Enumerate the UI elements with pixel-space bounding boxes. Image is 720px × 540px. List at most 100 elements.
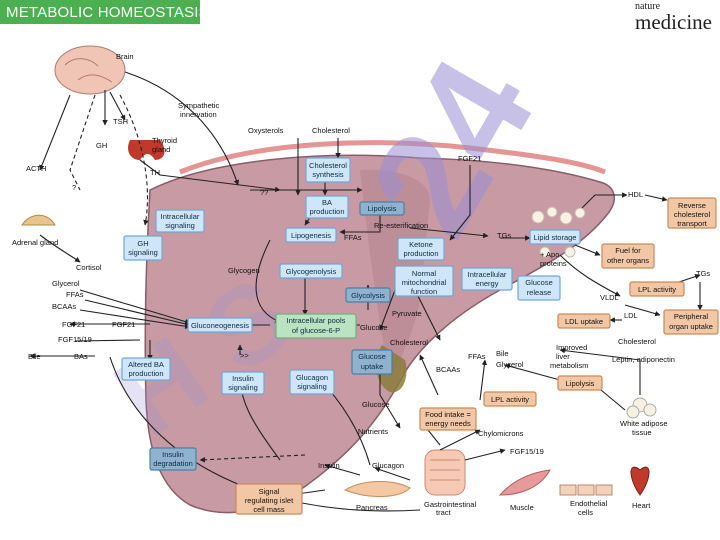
- thyroid-icon: [128, 140, 165, 160]
- svg-text:of glucose-6-P: of glucose-6-P: [292, 326, 340, 335]
- glucagon-signaling-box: Glucagon signaling: [289, 369, 335, 395]
- ffas-mid-label: FFAs: [344, 233, 362, 242]
- pyruvate-label: Pyruvate: [392, 309, 422, 318]
- adrenal-icon: [21, 214, 56, 226]
- gh-label: GH: [96, 141, 107, 150]
- svg-text:Glucagon: Glucagon: [296, 373, 328, 382]
- improved-label-2: liver: [556, 352, 570, 361]
- adipose-label-1: White adipose: [620, 419, 668, 428]
- cortisol-label: Cortisol: [76, 263, 102, 272]
- intracellular-signaling-box: Intracellular signaling: [155, 209, 205, 233]
- fuel-box: Fuel for other organs: [601, 243, 655, 269]
- fgf1519-bottom-label: FGF15/19: [510, 447, 544, 456]
- svg-text:production: production: [128, 369, 163, 378]
- gut-label-1: Gastrointestinal: [424, 500, 476, 509]
- insulin-degradation-box: Insulin degradation: [149, 447, 197, 471]
- pools-box: Intracellular pools of glucose-6-P: [275, 313, 357, 339]
- lipid-droplets: [531, 206, 586, 258]
- svg-text:transport: transport: [677, 219, 708, 228]
- reesterification-label: Re-esterification: [374, 221, 428, 230]
- cholesterol-mid-label: Cholesterol: [390, 338, 428, 347]
- ffas-right-label: FFAs: [468, 352, 486, 361]
- bas-label: BAs: [74, 352, 88, 361]
- svg-text:Glucose: Glucose: [358, 352, 386, 361]
- reverse-transport-box: Reverse cholesterol transport: [667, 197, 717, 229]
- svg-text:Intracellular pools: Intracellular pools: [287, 316, 346, 325]
- hdl-label: HDL: [628, 190, 643, 199]
- brain-label: Brain: [116, 52, 134, 61]
- fgf1519-left-label: FGF15/19: [58, 335, 92, 344]
- svg-text:other organs: other organs: [607, 256, 649, 265]
- endothelial-label-1: Endothelial: [570, 499, 607, 508]
- svg-text:BA: BA: [322, 198, 332, 207]
- ffas-left-label: FFAs: [66, 290, 84, 299]
- glycolysis-label: Glycolysis: [351, 291, 385, 300]
- glycogen-label: Glycogen: [228, 266, 260, 275]
- svg-text:energy: energy: [476, 279, 499, 288]
- svg-text:Glucose: Glucose: [525, 278, 553, 287]
- glucose-release-box: Glucose release: [517, 275, 561, 301]
- ldl-uptake-box: LDL uptake: [557, 313, 611, 329]
- muscle-label: Muscle: [510, 503, 534, 512]
- svg-text:cholesterol: cholesterol: [674, 210, 711, 219]
- th-label: TH: [150, 168, 160, 177]
- glycogenolysis-label: Glycogenolysis: [286, 267, 337, 276]
- food-intake-box: Food intake = energy needs: [419, 407, 477, 431]
- svg-text:Insulin: Insulin: [162, 450, 184, 459]
- title-banner: METABOLIC HOMEOSTASIS: [0, 0, 209, 24]
- gluconeogenesis-label: Gluconeogenesis: [191, 321, 249, 330]
- bile-right-label: Bile: [496, 349, 509, 358]
- sympathetic-label-1: Sympathetic: [178, 101, 220, 110]
- tsh-label: TSH: [113, 117, 128, 126]
- journal-logo-top: nature: [635, 1, 661, 12]
- normal-mito-box: Normal mitochondrial function: [394, 265, 454, 297]
- fgf21-left2-label: FGF21: [112, 320, 135, 329]
- adipose-label-2: tissue: [632, 428, 652, 437]
- svg-text:Intracellular: Intracellular: [468, 270, 507, 279]
- svg-text:energy needs: energy needs: [425, 419, 471, 428]
- chylomicrons-label: Chylomicrons: [478, 429, 524, 438]
- banner-title: METABOLIC HOMEOSTASIS: [6, 4, 209, 21]
- signal-islet-box: Signal regulating islet cell mass: [235, 483, 303, 515]
- glycogenolysis-box: Glycogenolysis: [279, 263, 343, 279]
- gh-signaling-box: GH signaling: [123, 235, 163, 261]
- svg-text:Ketone: Ketone: [409, 240, 433, 249]
- glycerol-right-label: Glycerol: [496, 360, 524, 369]
- lipolysis-top-box: Lipolysis: [359, 201, 405, 216]
- glucose-mid-label: Glucose: [360, 323, 388, 332]
- svg-text:Insulin: Insulin: [232, 374, 254, 383]
- insulin-label: Insulin: [318, 461, 340, 470]
- pancreas-label: Pancreas: [356, 503, 388, 512]
- journal-logo-main: medicine: [635, 10, 712, 34]
- fgf21-left-label: FGF21: [62, 320, 85, 329]
- q1-label: ??: [260, 188, 268, 197]
- muscle-icon: [498, 469, 551, 496]
- glucose-bottom-label: Glucose: [362, 400, 390, 409]
- cholesterol-right-label: Cholesterol: [618, 337, 656, 346]
- glycerol-left-label: Glycerol: [52, 279, 80, 288]
- cholesterol-synthesis-box: Cholesterol synthesis: [305, 157, 351, 183]
- improved-label-3: metabolism: [550, 361, 588, 370]
- thyroid-label-1: Thyroid: [152, 136, 177, 145]
- fgf21-top-label: FGF21: [458, 154, 481, 163]
- ketone-production-box: Ketone production: [397, 237, 445, 261]
- svg-text:signaling: signaling: [128, 248, 158, 257]
- lipolysis-adipose-label: Lipolysis: [566, 379, 595, 388]
- svg-text:uptake: uptake: [361, 362, 384, 371]
- svg-text:cell mass: cell mass: [253, 505, 285, 514]
- adrenal-label: Adrenal gland: [12, 238, 58, 247]
- acth-label: ACTH: [26, 164, 46, 173]
- nutrients-label: Nutrients: [358, 427, 388, 436]
- svg-text:Signal: Signal: [259, 487, 280, 496]
- endothelial-icon: [559, 484, 613, 496]
- journal-logo: nature medicine: [635, 1, 712, 34]
- lipolysis-top-label: Lipolysis: [368, 204, 397, 213]
- heart-label: Heart: [632, 501, 651, 510]
- peripheral-box: Peripheral organ uptake: [663, 309, 719, 335]
- svg-text:mitochondrial: mitochondrial: [402, 278, 447, 287]
- insulin-signaling-box: Insulin signaling: [221, 371, 265, 395]
- svg-text:signaling: signaling: [228, 383, 258, 392]
- glucose-uptake-box: Glucose uptake: [351, 349, 393, 375]
- svg-text:function: function: [411, 287, 437, 296]
